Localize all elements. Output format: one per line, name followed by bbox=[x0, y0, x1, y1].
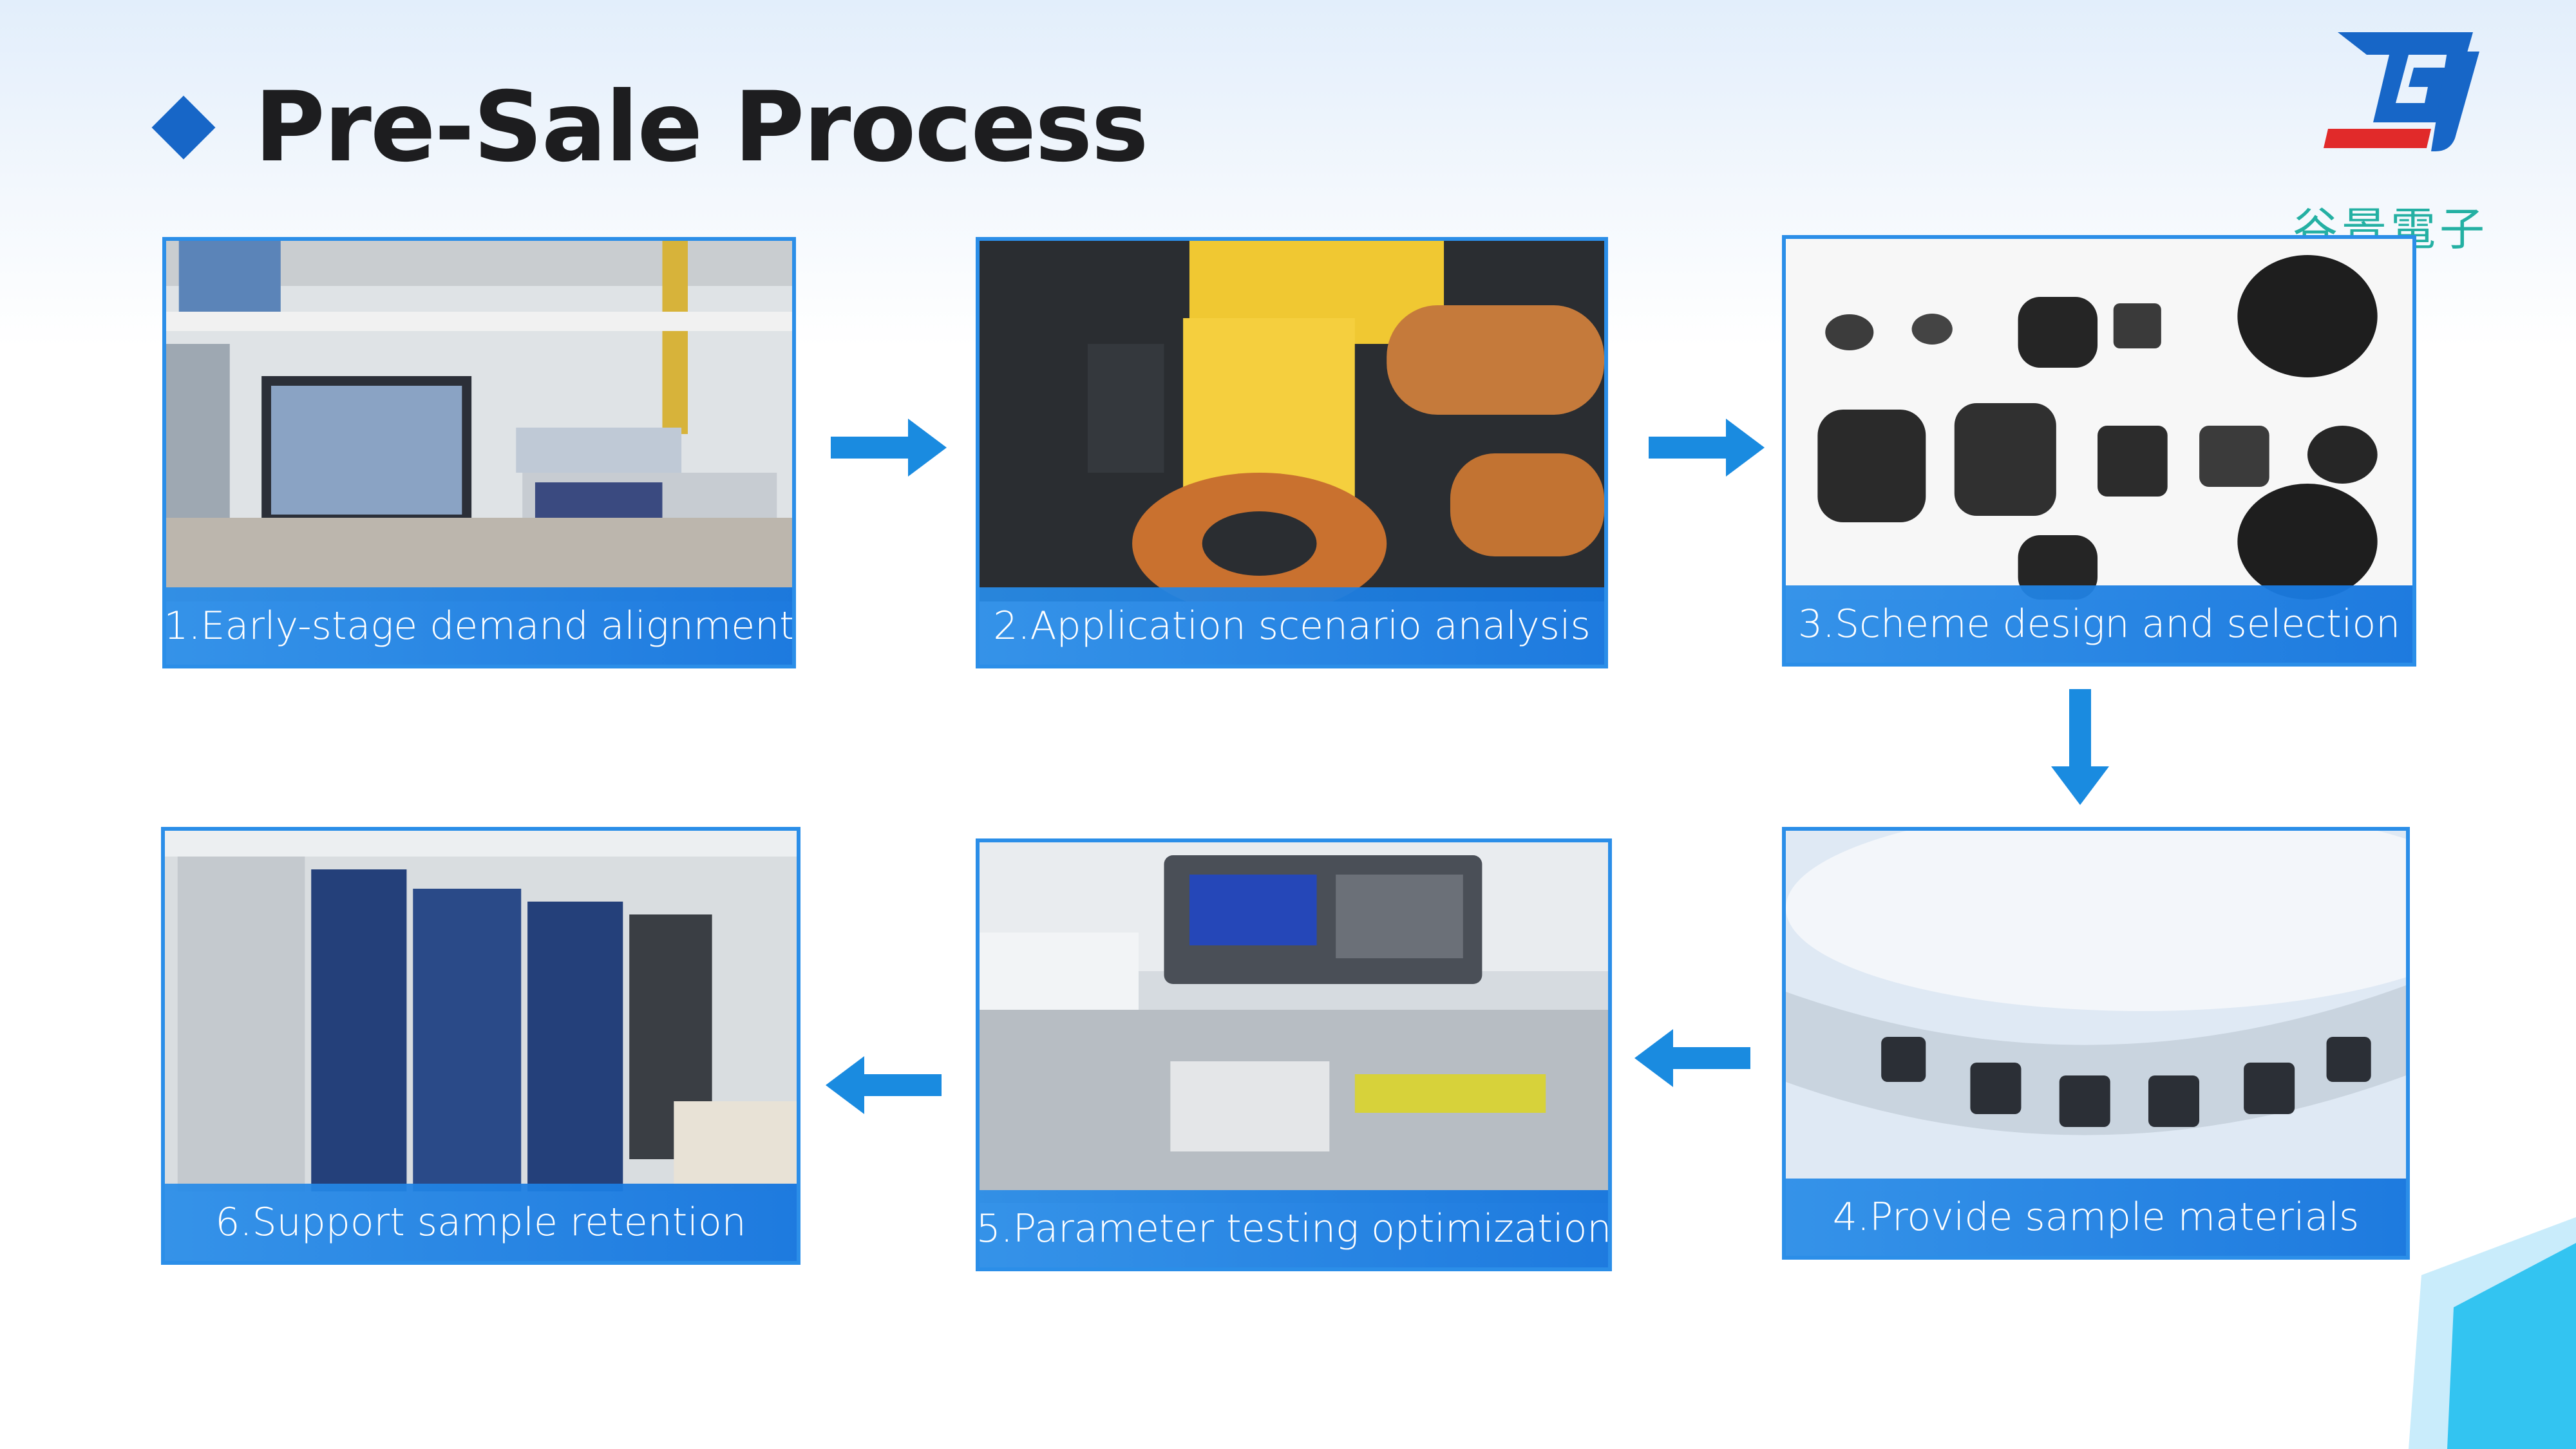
step-card-3: 3.Scheme design and selection bbox=[1782, 235, 2416, 667]
arrow-down-icon bbox=[2051, 689, 2109, 805]
step-label-4: 4.Provide sample materials bbox=[1786, 1179, 2406, 1256]
step-label-5: 5.Parameter testing optimization bbox=[980, 1190, 1608, 1267]
arrow-right-icon bbox=[831, 419, 947, 477]
sample-storage-photo bbox=[165, 831, 797, 1191]
step-card-4: 4.Provide sample materials bbox=[1782, 827, 2410, 1260]
arrow-right-icon bbox=[1649, 419, 1765, 477]
circuit-board-photo bbox=[980, 241, 1604, 601]
step-label-1: 1.Early-stage demand alignment bbox=[166, 587, 792, 665]
diamond-icon bbox=[151, 95, 216, 160]
title-block: Pre-Sale Process bbox=[147, 70, 1149, 185]
step-card-6: 6.Support sample retention bbox=[161, 827, 800, 1265]
sample-reel-photo bbox=[1786, 831, 2406, 1191]
corner-decoration bbox=[2409, 1217, 2576, 1449]
step-label-2: 2.Application scenario analysis bbox=[980, 587, 1604, 665]
step-card-5: 5.Parameter testing optimization bbox=[976, 838, 1612, 1271]
arrow-left-icon bbox=[826, 1056, 942, 1114]
page-title: Pre-Sale Process bbox=[254, 71, 1149, 184]
gj-logo-icon bbox=[2324, 32, 2479, 151]
arrow-left-icon bbox=[1634, 1029, 1750, 1087]
step-card-2: 2.Application scenario analysis bbox=[976, 237, 1608, 668]
company-logo: 谷景電子 bbox=[2293, 26, 2486, 256]
step-card-1: 1.Early-stage demand alignment bbox=[162, 237, 796, 668]
step-label-6: 6.Support sample retention bbox=[165, 1184, 797, 1261]
office-computer-photo bbox=[166, 241, 792, 601]
lcr-meter-photo bbox=[980, 842, 1608, 1203]
inductor-components-photo bbox=[1786, 239, 2412, 600]
step-label-3: 3.Scheme design and selection bbox=[1786, 585, 2412, 663]
